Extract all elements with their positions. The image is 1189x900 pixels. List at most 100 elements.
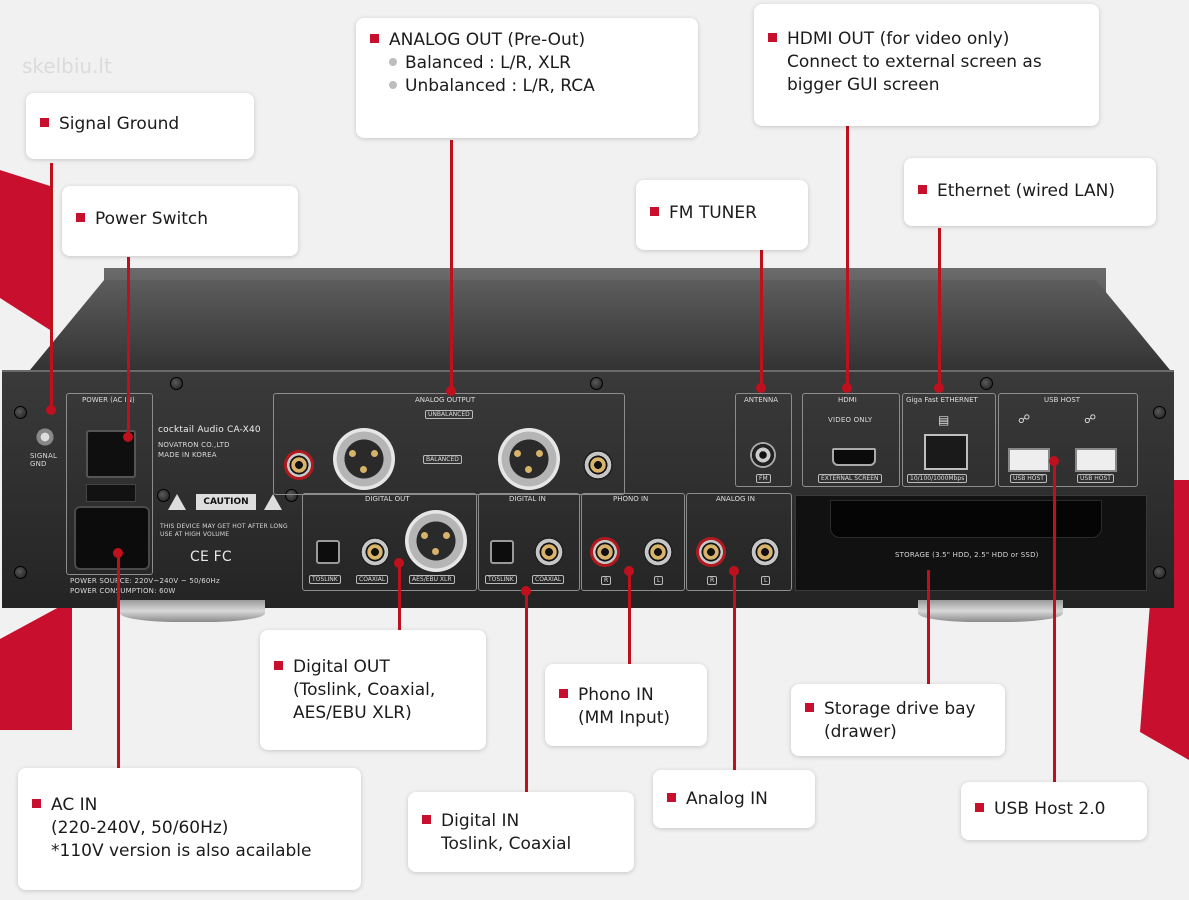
analog-out-xlr-left[interactable] <box>498 428 560 490</box>
screw <box>590 377 603 390</box>
analog-in-rca-right[interactable] <box>696 537 726 567</box>
caution-label: CAUTION <box>196 494 256 510</box>
callout-text: (Toslink, Coaxial, <box>293 680 436 700</box>
analog-in-rca-left[interactable] <box>750 537 780 567</box>
signal-ground-terminal <box>35 427 55 447</box>
callout-text: Toslink, Coaxial <box>441 834 572 854</box>
usb-host-port-label-2: USB HOST <box>1077 474 1114 483</box>
callout-title: Digital IN <box>422 810 620 833</box>
leader-line <box>117 552 120 770</box>
ac-inlet-socket[interactable] <box>74 506 150 570</box>
power-source-text: POWER SOURCE: 220V~240V ~ 50/60Hz <box>70 577 220 585</box>
xlr-pin <box>536 450 543 457</box>
hdmi-port[interactable] <box>832 448 876 466</box>
ethernet-title: Giga Fast ETHERNET <box>906 396 978 404</box>
ethernet-panel <box>902 393 996 487</box>
antenna-title: ANTENNA <box>744 396 778 404</box>
digital-out-title: DIGITAL OUT <box>365 495 410 503</box>
leader-line <box>760 250 763 387</box>
ethernet-speed-label: 10/100/1000Mbps <box>907 474 968 483</box>
callout-title: FM TUNER <box>650 202 794 225</box>
analog-out-rca-right[interactable] <box>284 450 314 480</box>
digital-in-coaxial[interactable] <box>534 537 564 567</box>
analog-in-l-label: L <box>761 576 771 585</box>
callout-title: USB Host 2.0 <box>975 798 1133 821</box>
xlr-pin <box>360 466 367 473</box>
callout-analog-in: Analog IN <box>653 770 815 828</box>
warning-triangle-icon <box>168 494 186 510</box>
digital-out-toslink[interactable] <box>316 540 340 564</box>
warning-text: THIS DEVICE MAY GET HOT AFTER LONG USE A… <box>160 523 288 538</box>
leader-dot <box>113 548 123 558</box>
fm-antenna-jack[interactable] <box>750 442 776 468</box>
toslink-label: TOSLINK <box>309 575 341 584</box>
signal-gnd-label: SIGNAL GND <box>30 452 58 468</box>
usb-host-port-label-1: USB HOST <box>1010 474 1047 483</box>
analog-in-panel <box>686 493 792 591</box>
callout-text: (220-240V, 50/60Hz) <box>51 818 229 838</box>
callout-ac-in: AC IN (220-240V, 50/60Hz) *110V version … <box>18 768 361 890</box>
leader-dot <box>446 386 456 396</box>
callout-title: Storage drive bay <box>805 698 991 721</box>
leader-dot <box>521 586 531 596</box>
storage-label: STORAGE (3.5" HDD, 2.5" HDD or SSD) <box>895 551 1039 559</box>
screw <box>170 377 183 390</box>
callout-text: (MM Input) <box>578 708 671 728</box>
callout-title: AC IN <box>32 794 347 817</box>
leader-line <box>525 590 528 792</box>
leader-line <box>927 570 930 685</box>
leader-line <box>938 228 941 388</box>
video-only-text: VIDEO ONLY <box>828 416 873 424</box>
phono-in-rca-left[interactable] <box>643 537 673 567</box>
analog-out-rca-left[interactable] <box>583 450 613 480</box>
analog-in-r-label: R <box>707 576 718 585</box>
ethernet-port[interactable] <box>924 434 968 470</box>
external-screen-label: EXTERNAL SCREEN <box>818 474 882 483</box>
callout-signal-ground: Signal Ground <box>26 93 254 159</box>
leader-dot <box>842 383 852 393</box>
digital-out-aes-xlr[interactable] <box>405 510 467 572</box>
digital-in-toslink[interactable] <box>490 540 514 564</box>
unbalanced-label: UNBALANCED <box>425 410 473 419</box>
callout-title: Ethernet (wired LAN) <box>918 180 1142 203</box>
digital-out-coaxial[interactable] <box>360 537 390 567</box>
callout-title: Digital OUT <box>274 656 472 679</box>
callout-title: Phono IN <box>559 684 693 707</box>
usb-port-2[interactable] <box>1075 448 1117 472</box>
analog-in-title: ANALOG IN <box>716 495 755 503</box>
usb-port-1[interactable] <box>1008 448 1050 472</box>
made-in-text: MADE IN KOREA <box>158 451 217 459</box>
callout-title: Power Switch <box>76 208 284 231</box>
leader-line <box>1053 460 1056 782</box>
phono-in-rca-right[interactable] <box>590 537 620 567</box>
callout-power-switch: Power Switch <box>62 186 298 256</box>
leader-dot <box>756 383 766 393</box>
power-consumption-text: POWER CONSUMPTION: 60W <box>70 587 176 595</box>
xlr-pin <box>421 532 428 539</box>
usb-icon: ☍ <box>1018 412 1031 426</box>
leader-line <box>50 163 53 413</box>
callout-storage: Storage drive bay (drawer) <box>791 684 1005 756</box>
background-red-shape-bottom-left <box>0 600 72 730</box>
callout-ethernet: Ethernet (wired LAN) <box>904 158 1156 226</box>
xlr-pin <box>349 450 356 457</box>
screw <box>1153 566 1166 579</box>
network-icon: ▤ <box>938 413 950 427</box>
analog-out-xlr-right[interactable] <box>333 428 395 490</box>
hdmi-panel <box>802 393 900 487</box>
leader-dot <box>934 383 944 393</box>
callout-text: Connect to external screen as <box>787 52 1042 72</box>
hdmi-title: HDMI <box>838 396 857 404</box>
leader-line <box>127 257 130 437</box>
usb-icon: ☍ <box>1084 412 1097 426</box>
phono-in-title: PHONO IN <box>613 495 649 503</box>
screw <box>1153 406 1166 419</box>
fm-label: FM <box>756 474 771 483</box>
device-foot-right <box>918 600 1063 622</box>
callout-text: *110V version is also acailable <box>51 841 312 861</box>
callout-title: ANALOG OUT (Pre-Out) <box>370 29 684 52</box>
callout-title: Signal Ground <box>40 113 240 136</box>
ac-inlet-fuse <box>86 484 136 502</box>
storage-drawer-handle[interactable] <box>830 500 1102 538</box>
callout-title: HDMI OUT (for video only) <box>768 28 1085 51</box>
